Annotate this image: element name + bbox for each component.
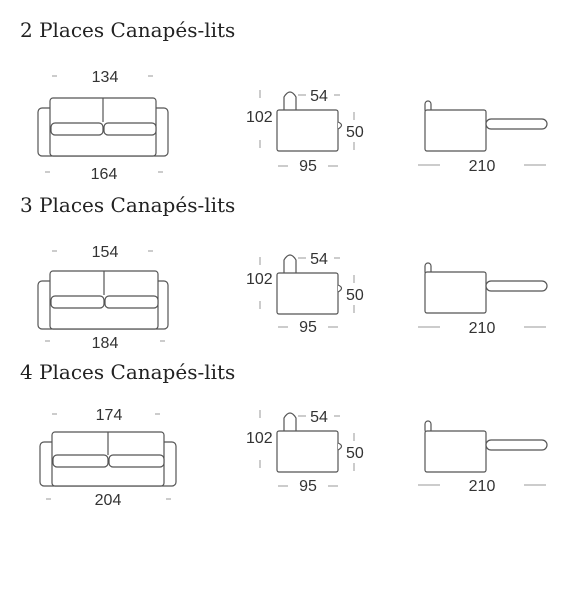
total-width-label: 164 — [91, 166, 118, 183]
side-body — [276, 109, 339, 152]
open-length-label: 210 — [469, 478, 496, 495]
open-view: 210 — [418, 100, 548, 175]
left-cushion — [50, 122, 104, 136]
open-mattress — [485, 439, 548, 451]
section-4-places: 4 Places Canapés-lits 174 204 102 54 — [0, 360, 574, 530]
side-back — [283, 412, 297, 431]
open-body — [424, 430, 487, 473]
height-label: 102 — [246, 430, 273, 447]
side-view: 102 54 50 95 — [246, 409, 364, 495]
side-body — [276, 272, 339, 315]
sofa-diagrams: 174 204 102 54 50 95 — [39, 407, 548, 509]
height-label: 102 — [246, 109, 273, 126]
front-view: 174 204 — [39, 407, 177, 509]
open-view: 210 — [418, 420, 548, 495]
open-body — [424, 271, 487, 314]
depth-label: 95 — [299, 319, 317, 336]
front-view: 154 184 — [37, 244, 169, 352]
sofa-diagrams: 134 164 102 54 50 95 — [37, 69, 548, 183]
sofa-diagrams: 154 184 102 54 50 95 — [37, 244, 548, 352]
open-view: 210 — [418, 262, 548, 337]
total-width-label: 204 — [95, 492, 122, 509]
left-cushion — [52, 454, 109, 468]
open-mattress — [485, 118, 548, 130]
seat-height-label: 50 — [346, 445, 364, 462]
section-3-places: 3 Places Canapés-lits 154 184 102 54 — [0, 193, 574, 363]
left-cushion — [50, 295, 105, 309]
seat-width-label: 134 — [92, 69, 119, 86]
seat-height-label: 50 — [346, 287, 364, 304]
top-depth-label: 54 — [310, 88, 328, 105]
right-cushion — [108, 454, 165, 468]
side-view: 102 54 50 95 — [246, 88, 364, 175]
section-title: 2 Places Canapés-lits — [20, 18, 236, 42]
seat-width-label: 174 — [96, 407, 123, 424]
side-back — [283, 91, 297, 110]
section-title: 4 Places Canapés-lits — [20, 360, 236, 384]
seat-width-label: 154 — [92, 244, 119, 261]
top-depth-label: 54 — [310, 409, 328, 426]
side-body — [276, 430, 339, 473]
side-back — [283, 254, 297, 273]
front-view: 134 164 — [37, 69, 169, 183]
open-mattress — [485, 280, 548, 292]
open-body — [424, 109, 487, 152]
open-length-label: 210 — [469, 158, 496, 175]
section-2-places: 2 Places Canapés-lits 134 164 102 54 — [0, 18, 574, 188]
right-cushion — [103, 122, 157, 136]
seat-height-label: 50 — [346, 124, 364, 141]
side-view: 102 54 50 95 — [246, 251, 364, 336]
total-width-label: 184 — [92, 335, 119, 352]
height-label: 102 — [246, 271, 273, 288]
section-title: 3 Places Canapés-lits — [20, 193, 236, 217]
right-cushion — [104, 295, 159, 309]
depth-label: 95 — [299, 478, 317, 495]
open-length-label: 210 — [469, 320, 496, 337]
depth-label: 95 — [299, 158, 317, 175]
top-depth-label: 54 — [310, 251, 328, 268]
